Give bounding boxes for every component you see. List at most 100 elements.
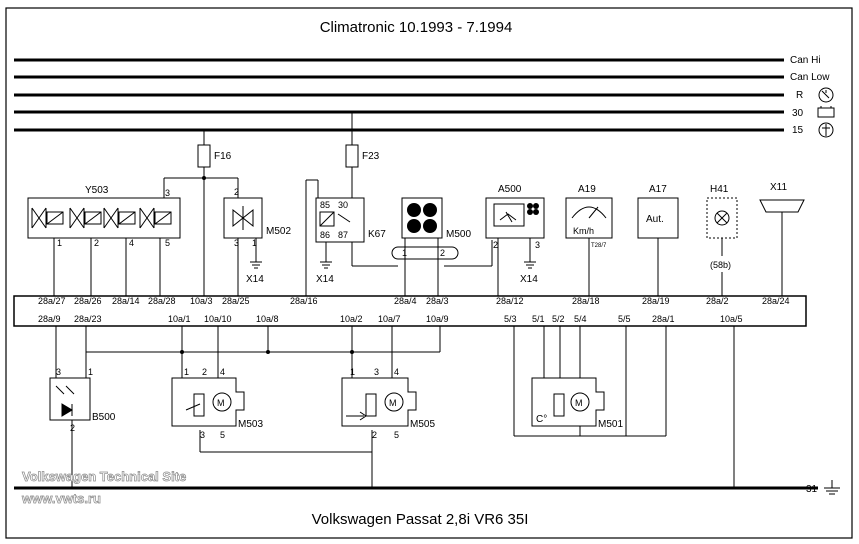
y503-pin: 4 xyxy=(129,238,134,248)
potentiometer-icon xyxy=(193,393,205,417)
relay-pin-87: 87 xyxy=(338,230,348,240)
pin-label: 5/5 xyxy=(618,314,631,324)
ignition-key-icon xyxy=(818,87,834,103)
solenoid-valve-icon xyxy=(31,207,172,229)
connector-top-labels: 28a/27 28a/26 28a/14 28a/28 10a/3 28a/25… xyxy=(38,296,790,306)
b500-pin: 3 xyxy=(56,367,61,377)
component-b500: B500 3 1 2 xyxy=(49,367,116,433)
fuse-f23 xyxy=(345,144,359,168)
component-h41: H41 (58b) xyxy=(706,184,738,296)
m505-pin: 1 xyxy=(350,367,355,377)
m503-label: M503 xyxy=(238,419,263,430)
ground-symbol-icon xyxy=(250,261,262,269)
y503-pin: 5 xyxy=(165,238,170,248)
m503-pin: 3 xyxy=(200,430,205,440)
pin-label: 28a/23 xyxy=(74,314,102,324)
fuse-f23-label: F23 xyxy=(362,151,380,162)
h41-label: H41 xyxy=(710,184,729,195)
pin-label: 5/3 xyxy=(504,314,517,324)
pin-label: 10a/1 xyxy=(168,314,191,324)
pin-label: 10a/8 xyxy=(256,314,279,324)
motor-symbol: M xyxy=(389,398,397,408)
m500-connector xyxy=(391,246,459,260)
connector-icon xyxy=(759,199,805,213)
pin-label: 28a/14 xyxy=(112,296,140,306)
pin-label: 28a/1 xyxy=(652,314,675,324)
y503-pin: 1 xyxy=(57,238,62,248)
ground-symbol-icon xyxy=(524,261,536,269)
bus-label-15: 15 xyxy=(792,125,804,136)
relay-pin-86: 86 xyxy=(320,230,330,240)
pin-label: 10a/10 xyxy=(204,314,232,324)
component-m502: M502 2 3 1 X14 xyxy=(223,187,291,296)
temperature-label: C° xyxy=(536,414,547,425)
potentiometer-icon xyxy=(553,393,565,417)
speedometer-icon xyxy=(571,206,607,219)
vehicle-label: Volkswagen Passat 2,8i VR6 35I xyxy=(312,511,529,528)
y503-label: Y503 xyxy=(85,185,109,196)
component-m500: M500 1 2 xyxy=(391,197,493,296)
m505-pin: 4 xyxy=(394,367,399,377)
pin-label: 5/1 xyxy=(532,314,545,324)
component-m501: C° M M501 xyxy=(531,377,623,430)
pin-label: 5/4 xyxy=(574,314,587,324)
connector-bottom-labels: 28a/9 28a/23 10a/1 10a/10 10a/8 10a/2 10… xyxy=(38,314,743,324)
pin-label: 10a/3 xyxy=(190,296,213,306)
pin-label: 28a/16 xyxy=(290,296,318,306)
ground-symbol-icon xyxy=(320,261,332,269)
a500-label: A500 xyxy=(498,184,522,195)
component-x11: X11 xyxy=(759,182,805,296)
m500-label: M500 xyxy=(446,229,471,240)
m503-pin: 4 xyxy=(220,367,225,377)
component-a500: A500 2 3 X14 xyxy=(485,184,545,296)
relay-pin-85: 85 xyxy=(320,200,330,210)
b500-label: B500 xyxy=(92,412,116,423)
b500-pin: 1 xyxy=(88,367,93,377)
pin-label: 28a/18 xyxy=(572,296,600,306)
fan-valve-icon xyxy=(232,206,254,230)
a500-pin: 3 xyxy=(535,240,540,250)
watermark-line2: www.vwts.ru xyxy=(21,491,101,506)
a19-connector: T28/7 xyxy=(591,243,607,249)
y503-pin: 3 xyxy=(165,188,170,198)
m501-label: M501 xyxy=(598,419,623,430)
component-a17: A17 Aut. xyxy=(637,184,679,296)
bulb-icon xyxy=(714,210,730,226)
pin-label: 28a/25 xyxy=(222,296,250,306)
m505-pin: 3 xyxy=(374,367,379,377)
pin-label: 10a/7 xyxy=(378,314,401,324)
diagram-title: Climatronic 10.1993 - 7.1994 xyxy=(320,19,513,36)
control-panel-icon xyxy=(527,203,539,215)
battery-icon xyxy=(817,106,835,118)
b500-pin: 2 xyxy=(70,423,75,433)
a500-pin: 2 xyxy=(493,240,498,250)
pin-label: 28a/3 xyxy=(426,296,449,306)
motor-icon xyxy=(384,392,404,412)
m502-pin: 1 xyxy=(252,238,257,248)
motor-icon xyxy=(570,392,590,412)
bus-label-31: 31 xyxy=(806,484,818,495)
component-k67: 85 30 86 87 K67 X14 xyxy=(305,179,398,296)
diagram-frame xyxy=(5,7,853,539)
h41-note: (58b) xyxy=(710,260,731,270)
motor-icon xyxy=(212,392,232,412)
a17-label: A17 xyxy=(649,184,667,195)
m503-pin: 5 xyxy=(220,430,225,440)
control-unit-connector xyxy=(13,295,807,327)
pin-label: 10a/2 xyxy=(340,314,363,324)
motor-symbol: M xyxy=(575,398,583,408)
m502-pin: 2 xyxy=(234,187,239,197)
pin-label: 28a/24 xyxy=(762,296,790,306)
x14-label: X14 xyxy=(246,274,264,285)
a19-unit: Km/h xyxy=(573,226,594,236)
bus-label-30: 30 xyxy=(792,108,804,119)
k67-label: K67 xyxy=(368,229,386,240)
m503-pin: 2 xyxy=(202,367,207,377)
relay-pin-30: 30 xyxy=(338,200,348,210)
pin-label: 5/2 xyxy=(552,314,565,324)
potentiometer-icon xyxy=(365,393,377,417)
fan-icon xyxy=(407,203,437,233)
pin-label: 28a/4 xyxy=(394,296,417,306)
component-m503: M M503 1 2 4 3 5 xyxy=(171,367,263,440)
relay-coil-icon xyxy=(319,211,351,227)
